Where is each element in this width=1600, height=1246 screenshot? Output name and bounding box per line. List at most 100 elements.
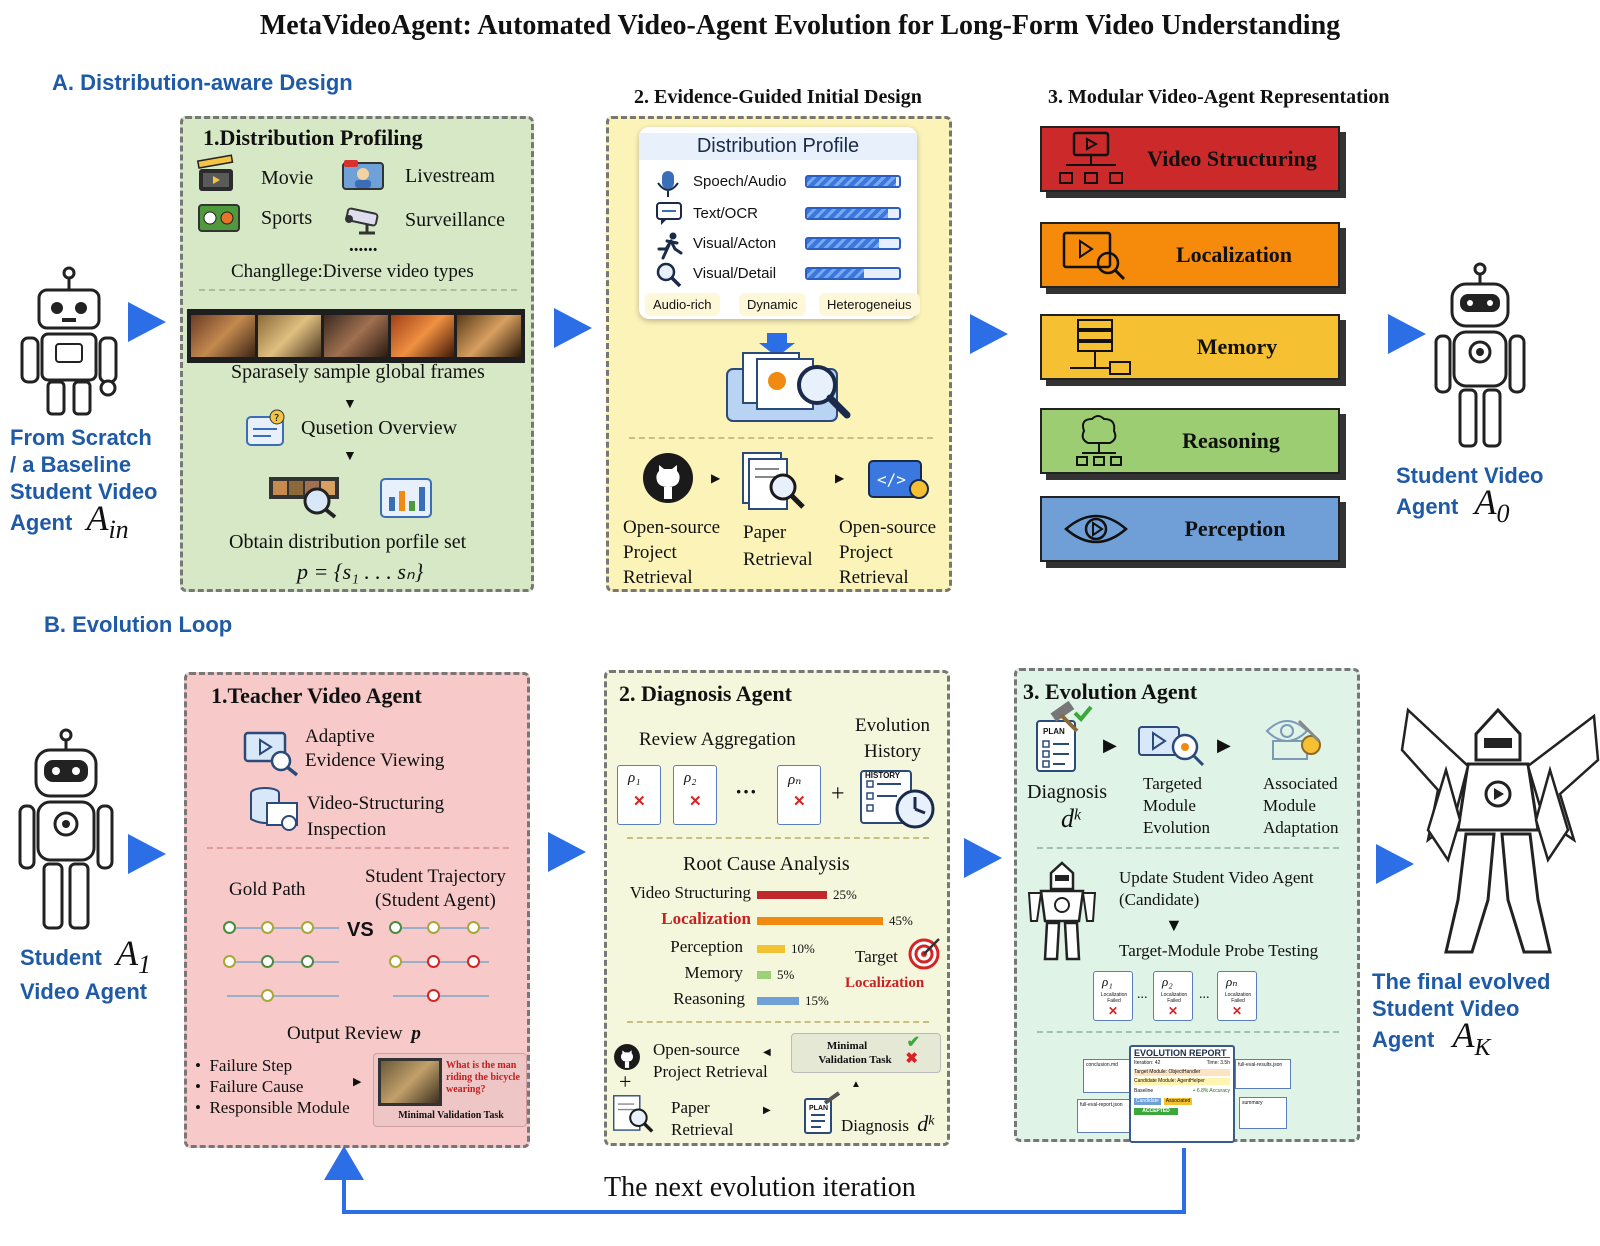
final-agent-label: The final evolved Student Video Agent AK <box>1372 969 1551 1062</box>
initial-design-title: 2. Evidence-Guided Initial Design <box>634 86 922 108</box>
minimal-task-box: Minimal Validation Task ✔ ✖ <box>791 1033 941 1073</box>
magnifier-icon <box>656 262 682 288</box>
profile-bar <box>805 267 901 280</box>
target-value: Localization <box>845 975 925 991</box>
distribution-profile-card: Distribution Profile Spoech/Audio Text/O… <box>639 127 920 319</box>
profile-row-label: Spoech/Audio <box>693 173 787 190</box>
review-document: ρ₁ ✕ <box>617 765 661 825</box>
rca-bar <box>757 917 883 925</box>
profile-row-label: Visual/Acton <box>693 235 777 252</box>
rca-value: 5% <box>777 967 795 982</box>
sample-text: Sparasely sample global frames <box>231 361 485 383</box>
github-icon <box>614 1044 640 1070</box>
arrow-right-icon <box>548 832 586 872</box>
review-bullets: • Failure Step • Failure Cause • Respons… <box>195 1056 350 1117</box>
profile-bar <box>805 207 901 220</box>
report-side-doc: full-eval-report.json <box>1077 1099 1133 1133</box>
arrow-right-icon <box>970 314 1008 354</box>
arrow-right-icon <box>554 308 592 348</box>
robot-student-icon <box>18 728 114 930</box>
small-left-arrow: ◀ <box>763 1047 771 1058</box>
ellipsis: ··· <box>735 779 758 804</box>
document-folder-search-icon <box>726 333 851 422</box>
module-label: Reasoning <box>1182 428 1280 453</box>
panel-title: 2. Diagnosis Agent <box>619 681 792 706</box>
profile-tag: Audio-rich <box>645 293 720 316</box>
question-overview-icon: ? <box>246 409 285 446</box>
down-arrow-icon: ▼ <box>343 397 357 412</box>
mecha-robot-icon <box>1027 861 1097 961</box>
brain-icon <box>1076 415 1122 466</box>
input-agent-label: From Scratch / a Baseline Student Video … <box>10 425 158 545</box>
minimal-validation-card: What is the man riding the bicycle weari… <box>373 1053 527 1127</box>
section-a-heading: A. Distribution-aware Design <box>52 70 353 95</box>
retrieval-label: Paper Retrieval <box>671 1098 734 1139</box>
rca-label: Reasoning <box>673 989 745 1008</box>
panel-title: 1.Teacher Video Agent <box>211 683 422 708</box>
panel-title: 3. Evolution Agent <box>1023 679 1198 704</box>
database-image-icon <box>250 787 298 831</box>
small-right-arrow: ▶ <box>711 471 721 485</box>
step-label: Associated Module Adaptation <box>1263 774 1339 837</box>
section-b-heading: B. Evolution Loop <box>44 612 233 637</box>
rca-label: Memory <box>684 963 743 982</box>
rca-title: Root Cause Analysis <box>683 853 850 875</box>
module-label: Video Structuring <box>1147 146 1317 171</box>
surveillance-camera-icon <box>345 207 379 235</box>
localization-icon <box>1062 231 1126 281</box>
vs-label: VS <box>347 919 374 941</box>
step-label: Targeted Module Evolution <box>1143 774 1211 837</box>
type-movie: Movie <box>261 167 314 189</box>
paper-search-icon <box>742 452 805 510</box>
rca-label: Perception <box>670 937 743 956</box>
robot-student-icon <box>1434 262 1526 448</box>
down-arrow-icon: ▼ <box>343 449 357 464</box>
profile-row-label: Text/OCR <box>693 205 759 222</box>
challenge-text: Changllege:Diverse video types <box>231 261 474 282</box>
obtain-text: Obtain distribution porfile set <box>229 531 467 553</box>
film-strip <box>187 309 525 363</box>
rca-value: 10% <box>791 941 815 956</box>
diagnosis-label: Diagnosis dk <box>1027 781 1107 833</box>
initial-design-panel: Distribution Profile Spoech/Audio Text/O… <box>606 116 952 592</box>
teacher-item: Video-Structuring Inspection <box>307 793 445 840</box>
code-icon: </> <box>868 460 929 499</box>
type-surveillance: Surveillance <box>405 209 505 231</box>
robot-baseline-icon <box>20 266 118 416</box>
report-side-doc: conclusion.md <box>1083 1059 1137 1093</box>
question-overview-text: Qusetion Overview <box>301 417 458 439</box>
svg-text:</>: </> <box>877 470 906 489</box>
livestream-icon <box>342 160 384 190</box>
video-search-icon <box>243 731 299 777</box>
arrow-right-icon <box>1376 844 1414 884</box>
plus-sign: + <box>619 1069 632 1094</box>
eye-icon <box>1064 514 1128 544</box>
rca-bar <box>757 945 785 953</box>
memory-icon <box>1070 319 1131 375</box>
module-perception: Perception <box>1040 496 1340 562</box>
targeted-evolution-icon <box>1138 726 1205 767</box>
rca-bar <box>757 971 771 979</box>
module-localization: Localization <box>1040 222 1340 288</box>
rca-value: 15% <box>805 993 829 1008</box>
video-structure-icon <box>1059 131 1123 184</box>
type-sports: Sports <box>261 207 313 229</box>
diagnosis-agent-panel: 2. Diagnosis Agent Review Aggregation Ev… <box>604 670 950 1146</box>
arrow-right-icon <box>128 302 166 342</box>
type-livestream: Livestream <box>405 165 495 187</box>
teacher-agent-panel: 1.Teacher Video Agent Adaptive Evidence … <box>184 672 530 1148</box>
review-document: ρ₂ ✕ <box>673 765 717 825</box>
evolution-history-label: Evolution History <box>855 715 930 762</box>
small-right-arrow: ▶ <box>835 471 845 485</box>
ellipsis: ...... <box>349 235 378 256</box>
running-person-icon <box>657 232 683 260</box>
retrieval-label: Open-source Project Retrieval <box>653 1040 768 1081</box>
probe-testing-label: Target-Module Probe Testing <box>1119 941 1319 960</box>
profile-bar <box>805 175 901 188</box>
output-agent-label: Student Video Agent A0 <box>1396 463 1544 529</box>
